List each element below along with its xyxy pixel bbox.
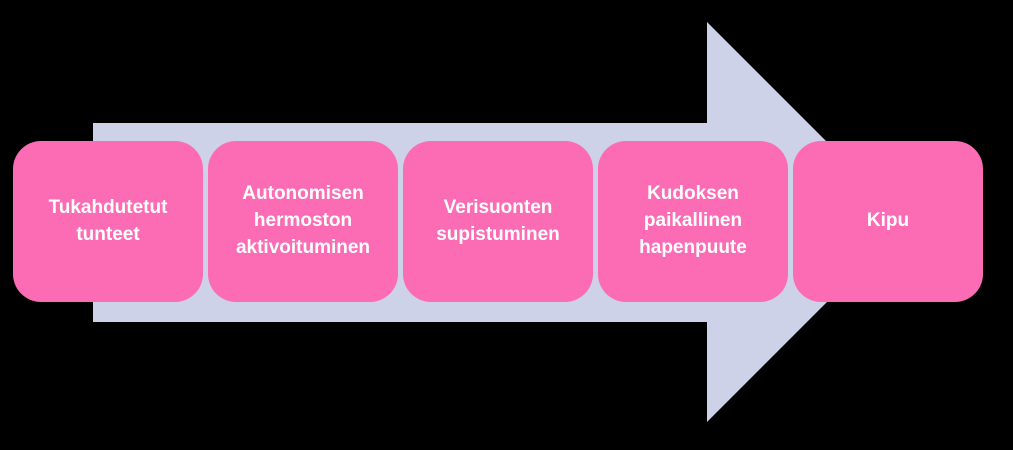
step-box-vasoconstriction: Verisuonten supistuminen bbox=[403, 141, 593, 302]
step-label: Tukahdutetut tunteet bbox=[48, 196, 168, 245]
step-label: Kudoksen paikallinen hapenpuute bbox=[639, 183, 747, 258]
step-label: Kipu bbox=[866, 210, 910, 232]
step-label: Verisuonten supistuminen bbox=[436, 196, 560, 245]
step-box-autonomic-activation: Autonomisen hermoston aktivoituminen bbox=[208, 141, 398, 302]
step-label: Autonomisen hermoston aktivoituminen bbox=[235, 183, 371, 258]
step-box-suppressed-emotions: Tukahdutetut tunteet bbox=[13, 141, 203, 302]
step-box-tissue-hypoxia: Kudoksen paikallinen hapenpuute bbox=[598, 141, 788, 302]
step-box-pain: Kipu bbox=[793, 141, 983, 302]
